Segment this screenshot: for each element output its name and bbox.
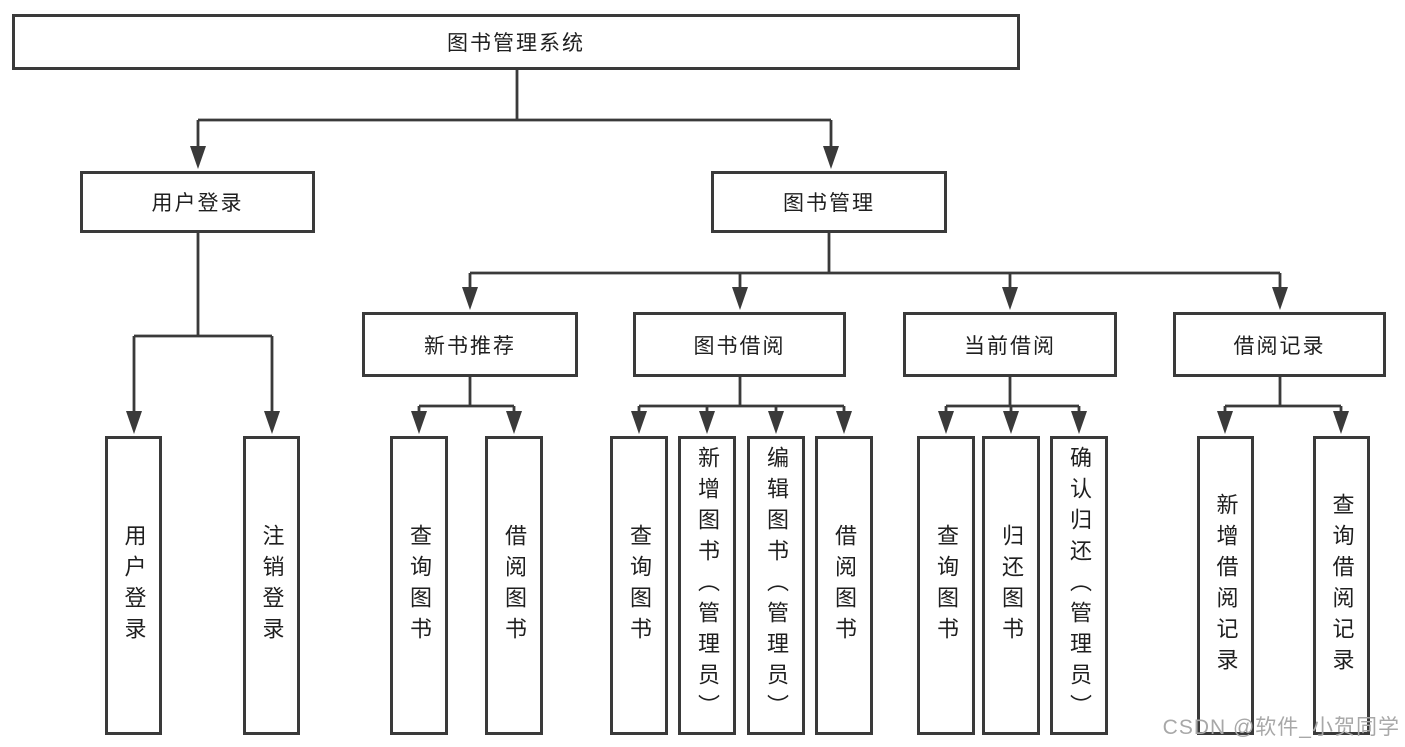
- arrow-down-icon: [1333, 411, 1349, 434]
- node-label: 注销登录: [259, 523, 285, 648]
- connector-lines: [132, 69, 1343, 416]
- node-label: 查询图书: [627, 523, 652, 648]
- node-user-login: 用户登录: [80, 171, 315, 233]
- node-label: 图书管理系统: [447, 32, 585, 55]
- node-leaf-user-login: 用户登录: [105, 436, 162, 735]
- arrowheads: [126, 146, 1349, 434]
- arrow-down-icon: [411, 411, 427, 434]
- arrow-down-icon: [732, 287, 748, 310]
- node-leaf-return-books: 归还图书: [982, 436, 1040, 735]
- node-label: 查询借阅记录: [1329, 492, 1355, 679]
- node-label: 编辑图书（管理员）: [764, 446, 789, 725]
- node-label: 当前借阅: [964, 334, 1056, 358]
- arrow-down-icon: [1002, 287, 1018, 310]
- node-borrowing-records: 借阅记录: [1173, 312, 1386, 377]
- node-leaf-logout: 注销登录: [243, 436, 300, 735]
- node-label: 借阅图书: [502, 523, 527, 648]
- arrow-down-icon: [462, 287, 478, 310]
- node-label: 用户登录: [121, 523, 147, 648]
- node-label: 归还图书: [999, 523, 1024, 648]
- arrow-down-icon: [1003, 411, 1019, 434]
- arrow-down-icon: [699, 411, 715, 434]
- arrow-down-icon: [631, 411, 647, 434]
- arrow-down-icon: [836, 411, 852, 434]
- csdn-watermark: CSDN @软件_小贺同学: [1162, 716, 1400, 739]
- arrow-down-icon: [264, 411, 280, 434]
- node-book-management: 图书管理: [711, 171, 947, 233]
- arrow-down-icon: [1071, 411, 1087, 434]
- node-label: 确认归还（管理员）: [1067, 446, 1092, 725]
- node-library-management-system: 图书管理系统: [12, 14, 1020, 70]
- node-leaf-borrow-books: 借阅图书: [485, 436, 543, 735]
- node-new-book-recommendation: 新书推荐: [362, 312, 578, 377]
- node-label: 查询图书: [934, 523, 959, 648]
- node-leaf-query-books: 查询图书: [917, 436, 975, 735]
- node-label: 新书推荐: [424, 334, 516, 358]
- arrow-down-icon: [938, 411, 954, 434]
- arrow-down-icon: [768, 411, 784, 434]
- arrow-down-icon: [1272, 287, 1288, 310]
- node-leaf-edit-books-admin: 编辑图书（管理员）: [747, 436, 805, 735]
- node-leaf-confirm-return-admin: 确认归还（管理员）: [1050, 436, 1108, 735]
- node-label: 图书借阅: [693, 334, 786, 358]
- node-leaf-query-books: 查询图书: [390, 436, 448, 735]
- node-label: 新增图书（管理员）: [695, 446, 720, 725]
- node-label: 图书管理: [783, 192, 875, 215]
- node-book-borrowing: 图书借阅: [633, 312, 846, 377]
- node-leaf-query-books: 查询图书: [610, 436, 668, 735]
- node-label: 查询图书: [407, 523, 432, 648]
- node-leaf-query-borrow-record: 查询借阅记录: [1313, 436, 1370, 735]
- node-label: 借阅图书: [832, 523, 857, 648]
- node-label: 借阅记录: [1233, 334, 1326, 358]
- node-leaf-borrow-books: 借阅图书: [815, 436, 873, 735]
- arrow-down-icon: [506, 411, 522, 434]
- node-current-borrowing: 当前借阅: [903, 312, 1117, 377]
- arrow-down-icon: [1217, 411, 1233, 434]
- arrow-down-icon: [126, 411, 142, 434]
- node-label: 用户登录: [151, 192, 244, 215]
- node-label: 新增借阅记录: [1213, 492, 1239, 679]
- node-leaf-add-books-admin: 新增图书（管理员）: [678, 436, 736, 735]
- arrow-down-icon: [190, 146, 206, 169]
- node-leaf-add-borrow-record: 新增借阅记录: [1197, 436, 1254, 735]
- arrow-down-icon: [823, 146, 839, 169]
